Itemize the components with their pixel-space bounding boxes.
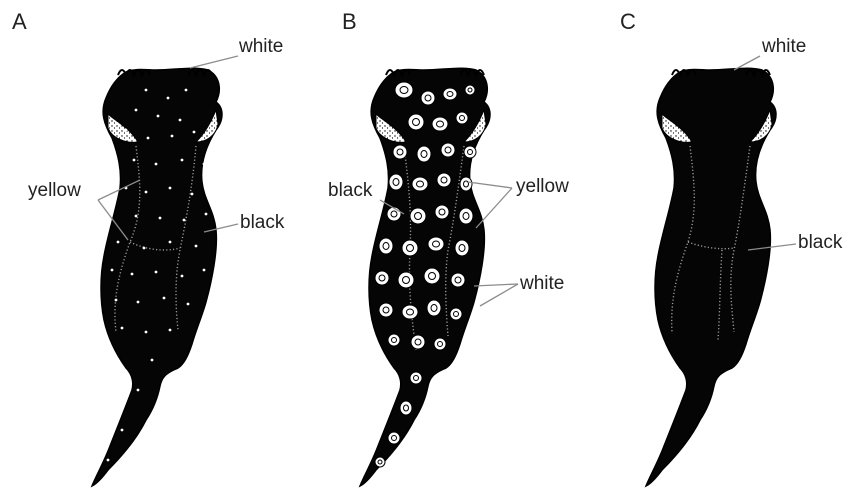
panel-c-letter: C (620, 9, 636, 34)
panel-b-specimen (360, 68, 490, 486)
panel-a: A (12, 9, 285, 486)
panel-a-label-black: black (240, 212, 285, 233)
panel-b-leader-yellow-2 (476, 188, 512, 228)
panel-b-label-black: black (328, 180, 373, 201)
panel-a-letter: A (12, 9, 27, 34)
panel-a-label-white: white (238, 36, 283, 57)
panel-b-leader-yellow-1 (468, 182, 512, 188)
panel-b: B (328, 9, 569, 486)
panel-a-leader-white (190, 56, 238, 68)
panel-a-specimen (92, 68, 222, 486)
panel-c-specimen (646, 68, 776, 486)
panel-b-leader-white-1 (474, 284, 518, 286)
panel-c-label-white: white (761, 36, 806, 57)
panel-b-leader-white-2 (480, 284, 518, 306)
panel-b-label-yellow: yellow (516, 176, 569, 197)
panel-b-letter: B (342, 9, 357, 34)
panel-c: C white black (620, 9, 843, 486)
panel-a-label-yellow: yellow (28, 180, 81, 201)
panel-c-label-black: black (798, 232, 843, 253)
panel-b-label-white: white (519, 273, 564, 294)
